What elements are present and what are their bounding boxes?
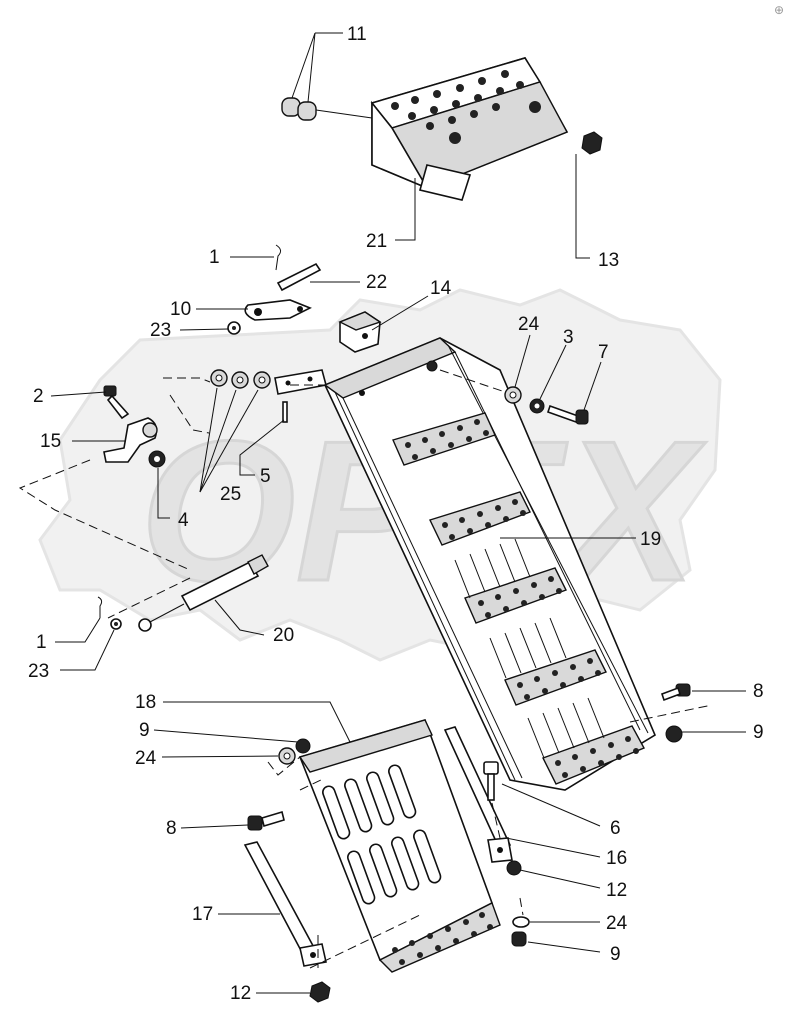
washer-3 (529, 398, 545, 414)
nut-12-right (506, 860, 522, 876)
label-1-bottom: 1 (36, 632, 47, 653)
label-25: 25 (220, 484, 241, 505)
washer-24-bottom (512, 916, 530, 928)
label-10: 10 (170, 299, 191, 320)
hinge-block-14 (338, 311, 382, 353)
bolt-8-left (247, 810, 285, 831)
bushing-pair (281, 97, 317, 121)
pin-5 (282, 401, 288, 423)
gas-spring-20 (138, 554, 269, 632)
label-12-bottom: 12 (230, 983, 251, 1004)
label-13: 13 (598, 250, 619, 271)
label-8-left: 8 (166, 818, 177, 839)
washer-23-bottom (110, 618, 122, 630)
ladder-frame-19 (323, 337, 657, 791)
label-20: 20 (273, 625, 294, 646)
label-9-right: 9 (753, 722, 764, 743)
nut-9-right (665, 725, 683, 743)
hanger-strap-16 (443, 726, 513, 863)
hanger-strap-17 (243, 841, 327, 967)
callout-labels: 11 21 13 1 22 10 23 14 24 3 7 2 15 5 25 … (28, 24, 764, 1004)
nut-12-bottom (309, 981, 331, 1003)
lever-15 (103, 417, 158, 463)
bolt-6 (483, 761, 499, 801)
label-23-bottom: 23 (28, 661, 49, 682)
lower-step-18 (298, 719, 501, 973)
nut-4 (148, 450, 166, 468)
nut-top-ladder (426, 360, 438, 372)
bolt-7 (546, 404, 589, 425)
label-19: 19 (640, 529, 661, 550)
nut-9-left (295, 738, 311, 754)
bolt-8-right (660, 683, 691, 702)
nut-9-bottom (511, 931, 527, 947)
nut-13 (581, 131, 603, 155)
link-10 (244, 299, 312, 321)
washer-24-top (504, 386, 522, 404)
step-cover-box (370, 57, 569, 201)
label-8-right: 8 (753, 681, 764, 702)
washer-23-top (227, 321, 241, 335)
bolt-2 (103, 385, 130, 420)
label-12-right: 12 (606, 880, 627, 901)
label-15: 15 (40, 431, 61, 452)
pin-22 (276, 262, 322, 292)
label-2: 2 (33, 386, 44, 407)
label-14: 14 (430, 278, 452, 299)
label-24-left: 24 (135, 748, 157, 769)
label-9-bottom: 9 (610, 944, 621, 965)
label-18: 18 (135, 692, 156, 713)
label-11: 11 (347, 24, 367, 45)
label-23-top: 23 (150, 320, 171, 341)
label-22: 22 (366, 272, 387, 293)
label-1-top: 1 (209, 247, 220, 268)
cotter-pin-top (275, 244, 282, 271)
corner-mark-icon: ⊕ (774, 3, 784, 17)
label-6: 6 (610, 818, 621, 839)
label-24-bottom: 24 (606, 913, 628, 934)
washer-24-left (278, 747, 296, 765)
label-24-top: 24 (518, 314, 540, 335)
label-4: 4 (178, 510, 189, 531)
cotter-pin-bottom (97, 596, 103, 618)
label-5: 5 (260, 466, 271, 487)
washer-set-25 (210, 369, 271, 389)
label-3: 3 (563, 327, 574, 348)
label-16: 16 (606, 848, 627, 869)
label-7: 7 (598, 342, 609, 363)
leader-lines (18, 32, 746, 994)
label-17: 17 (192, 904, 213, 925)
label-9-left: 9 (139, 720, 150, 741)
label-21: 21 (366, 231, 387, 252)
